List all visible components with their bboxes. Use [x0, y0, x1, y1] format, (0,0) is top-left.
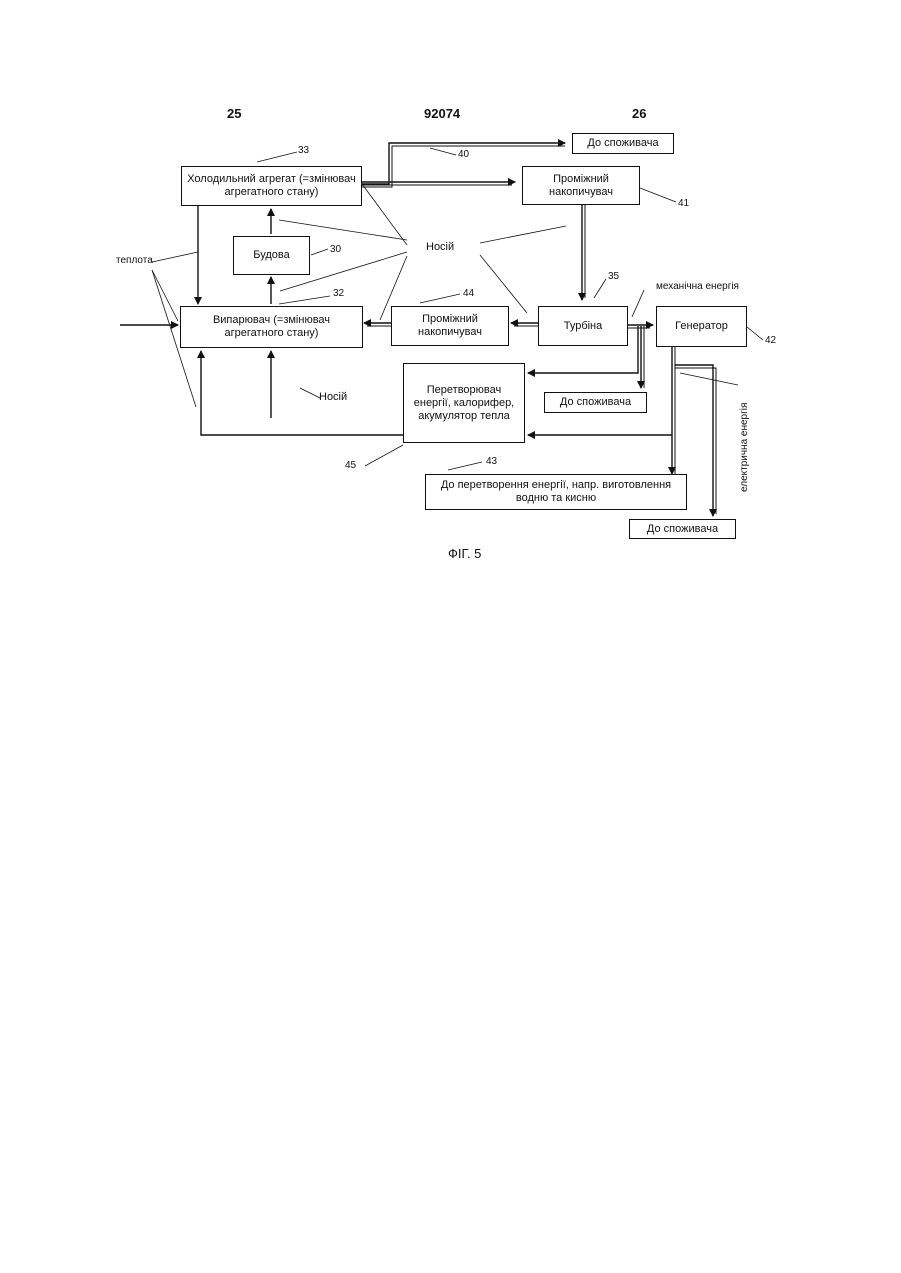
flow-converter-to-evaporator [201, 351, 403, 435]
turbine-box: Турбіна [538, 306, 628, 346]
evaporator-box: Випарювач (=змінювач агрегатного стану) [180, 306, 363, 348]
building-box: Будова [233, 236, 310, 275]
converter-box: Перетворювач енергії, калорифер, акумуля… [403, 363, 525, 443]
mechanical-energy-label: механічна енергія [656, 281, 739, 292]
carrier-bottom-label: Носій [319, 391, 347, 403]
ref-33: 33 [298, 145, 309, 156]
to-consumer-top-box: До споживача [572, 133, 674, 154]
ref-40: 40 [458, 149, 469, 160]
ref-42: 42 [765, 335, 776, 346]
carrier-center-label: Носій [426, 241, 454, 253]
figure-caption: ФІГ. 5 [448, 546, 481, 561]
ref-41: 41 [678, 198, 689, 209]
ref-44: 44 [463, 288, 474, 299]
to-consumer-bottom-box: До споживача [629, 519, 736, 539]
heat-label: теплота [116, 255, 153, 266]
ref-35: 35 [608, 271, 619, 282]
ref-30: 30 [330, 244, 341, 255]
ref-45: 45 [345, 460, 356, 471]
ref-32: 32 [333, 288, 344, 299]
generator-box: Генератор [656, 306, 747, 347]
to-consumer-mid-box: До споживача [544, 392, 647, 413]
electrical-energy-label: електрична енергія [739, 403, 750, 492]
ref-43: 43 [486, 456, 497, 467]
to-conversion-box: До перетворення енергії, напр. виготовле… [425, 474, 687, 510]
intermediate-storage-top-box: Проміжний накопичувач [522, 166, 640, 205]
cooler-box: Холодильний агрегат (=змінювач агрегатно… [181, 166, 362, 206]
intermediate-storage-mid-box: Проміжний накопичувач [391, 306, 509, 346]
